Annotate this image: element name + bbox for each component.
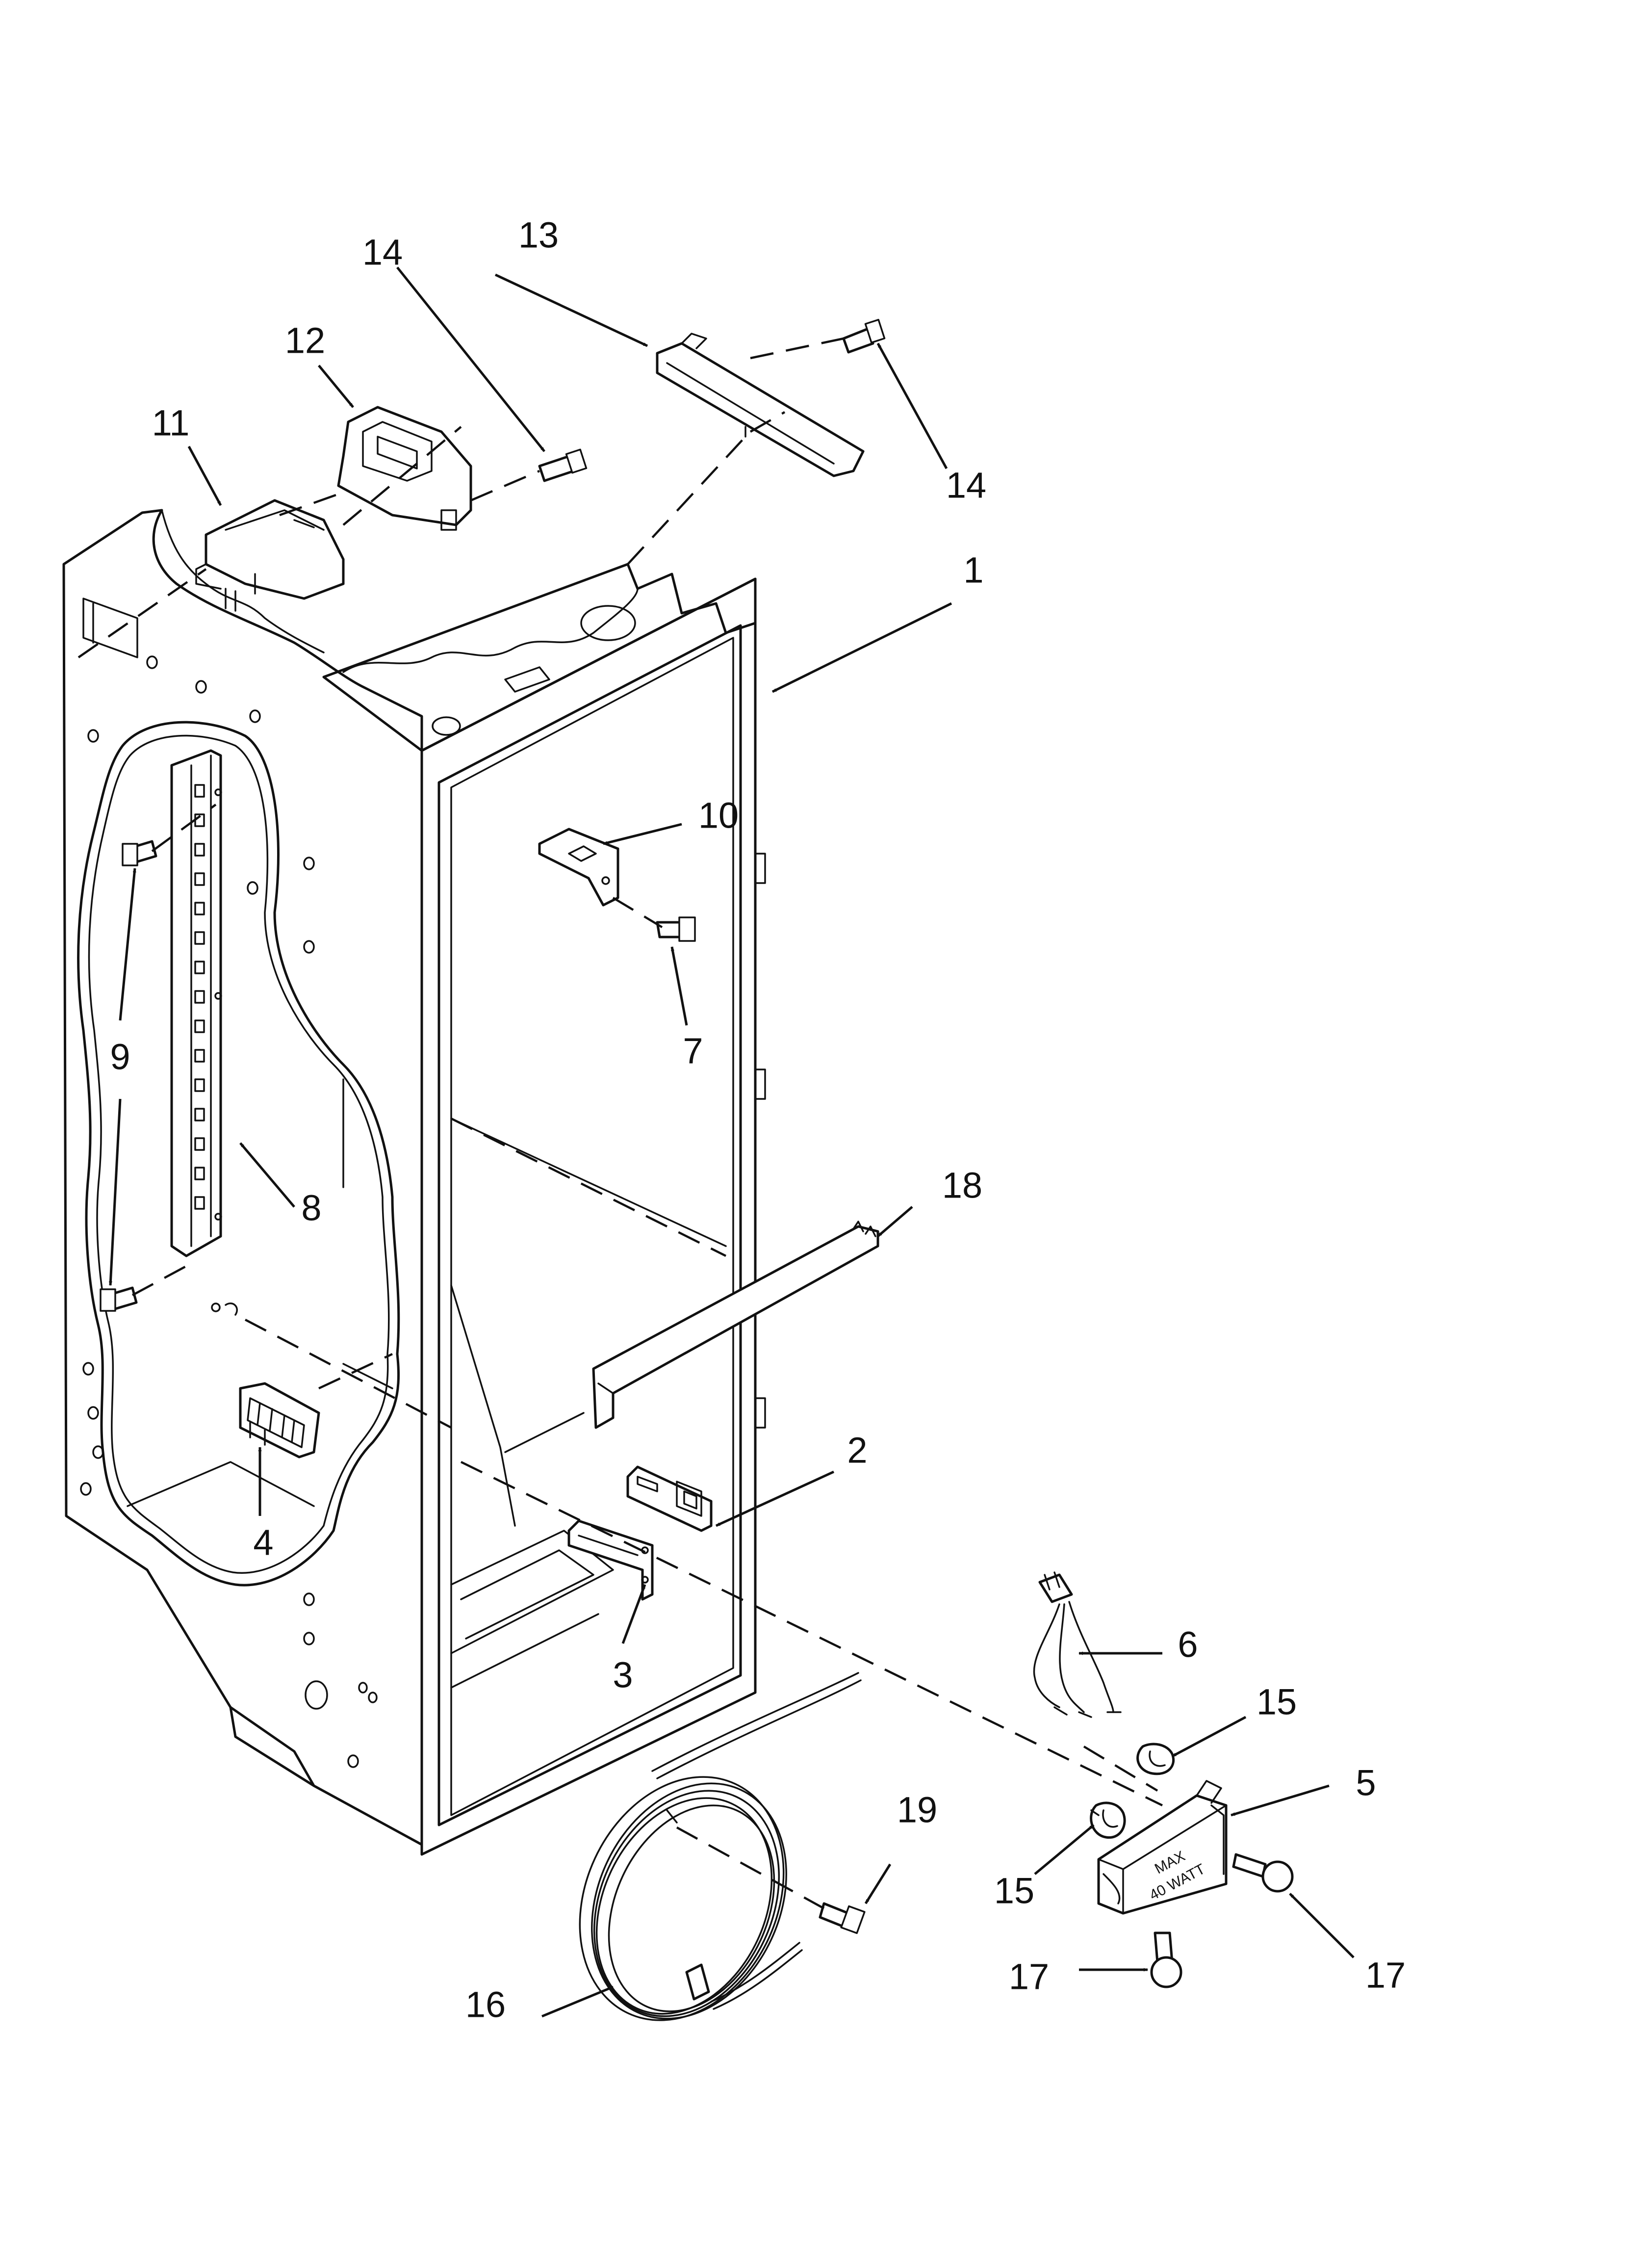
callout-14-right: 14: [946, 465, 986, 506]
callout-10: 10: [698, 795, 739, 836]
screw-19: [819, 1902, 866, 1934]
side-holes: [80, 655, 378, 1768]
callout-15-lower: 15: [994, 1871, 1034, 1911]
callout-12: 12: [285, 320, 325, 361]
shelf-rail-part-8: [170, 749, 222, 1257]
callout-15-upper: 15: [1257, 1682, 1297, 1722]
clip-near-part-4: [211, 1303, 238, 1316]
rail-slots: [194, 784, 205, 1210]
callout-16: 16: [465, 1984, 506, 2025]
wire-harness-part-6: [1033, 1571, 1122, 1718]
callout-17-right: 17: [1365, 1955, 1406, 1996]
bracket-part-10: [538, 828, 619, 907]
lamp-socket-part-5: MAX 40 WATT: [1097, 1780, 1228, 1915]
callout-1: 1: [963, 550, 983, 591]
water-tube-coil-part-16: [579, 1672, 862, 2021]
push-pin-17-bottom: [1150, 1931, 1182, 1988]
screw-14-left: [538, 448, 588, 482]
top-trim-part-13: [656, 333, 865, 477]
push-pin-17-right: [1232, 1853, 1294, 1893]
callout-18: 18: [942, 1165, 982, 1206]
callout-7: 7: [683, 1031, 703, 1071]
callout-8: 8: [301, 1188, 321, 1228]
callout-5: 5: [1356, 1763, 1376, 1803]
callout-3: 3: [613, 1655, 633, 1695]
clip-part-15-lower: [1090, 1801, 1126, 1839]
callout-4: 4: [253, 1522, 273, 1563]
callout-9: 9: [110, 1037, 130, 1077]
callout-19: 19: [897, 1790, 937, 1830]
assembly-lines: [77, 337, 1163, 1909]
callout-6: 6: [1178, 1624, 1198, 1665]
callout-labels: 1 2 3 4 5 6 7 8 9 10 11 12 13 14 14 15 1…: [110, 215, 1406, 2025]
screw-9-bottom: [100, 1286, 138, 1312]
cabinet-liner: [62, 509, 766, 1856]
screw-14-right: [842, 318, 886, 354]
control-housing-part-11: [195, 499, 345, 612]
bracket-part-3: [567, 1519, 654, 1601]
clip-part-15-upper: [1136, 1743, 1175, 1775]
callout-arrows: [108, 266, 1355, 2018]
screw-7: [656, 916, 696, 942]
air-grille-part-4: [239, 1382, 320, 1459]
bracket-part-2: [626, 1465, 713, 1532]
callout-2: 2: [847, 1430, 867, 1471]
shelf-support-part-18: [592, 1221, 879, 1429]
cover-part-12: [337, 406, 472, 531]
callout-17-bottom: 17: [1009, 1956, 1049, 1997]
screw-9-top: [122, 840, 157, 866]
callout-11: 11: [152, 403, 190, 443]
callout-14-left: 14: [362, 232, 403, 273]
callout-13: 13: [518, 215, 559, 256]
